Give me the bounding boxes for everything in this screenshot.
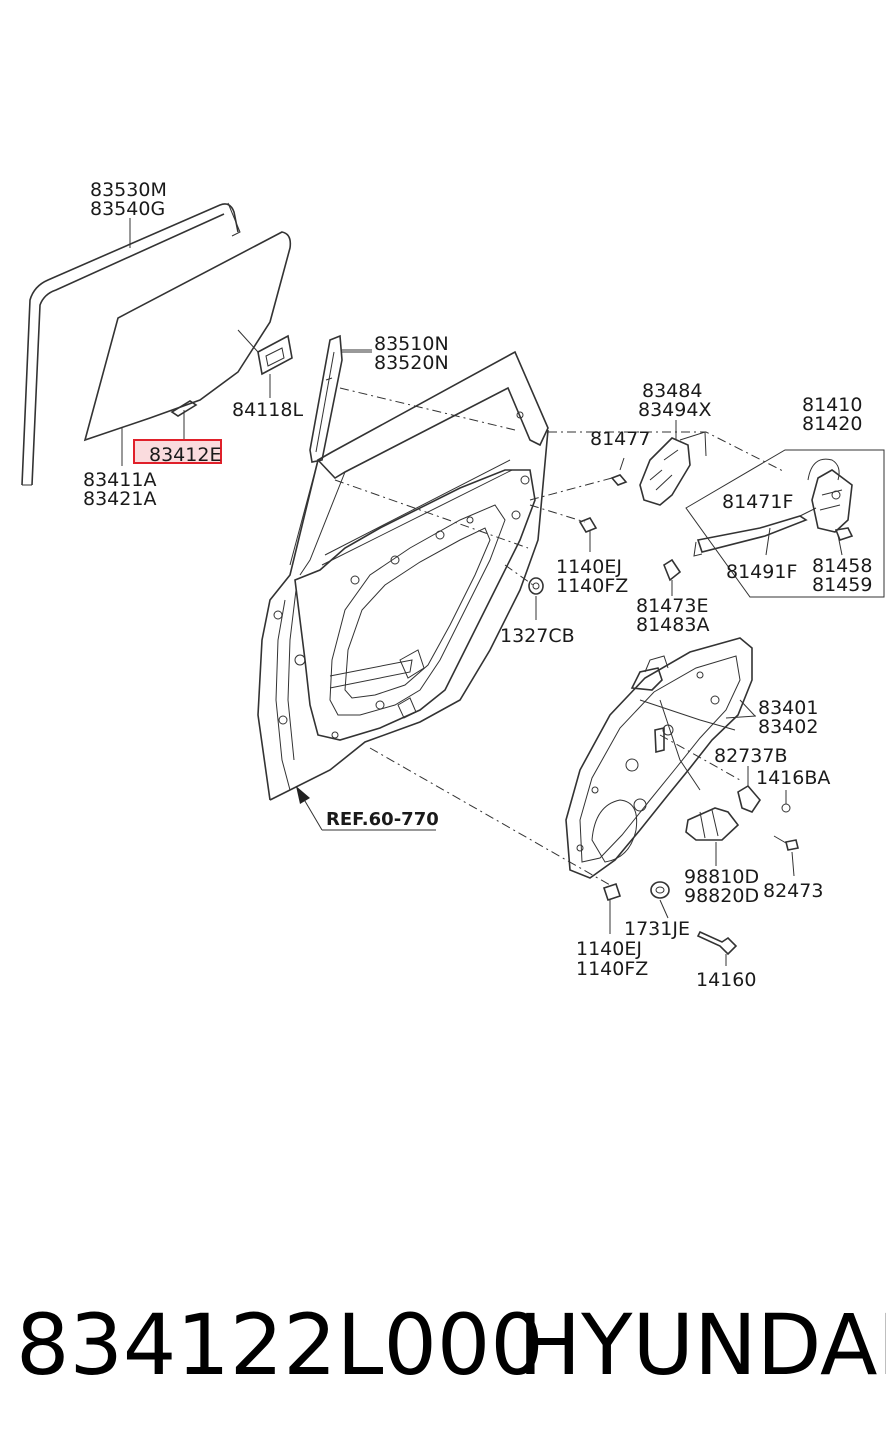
label-1327CB: 1327CB [500, 625, 575, 647]
glass-clip-83412E [170, 400, 198, 440]
highlight-box [133, 439, 222, 464]
label-81458: 81458 [812, 555, 872, 577]
label-14160: 14160 [696, 969, 756, 991]
bracket-82737B [737, 766, 762, 813]
bracket-83484 [639, 420, 707, 506]
label-81483A: 81483A [636, 614, 709, 636]
label-81477: 81477 [590, 428, 650, 450]
window-regulator-83401 [565, 637, 756, 879]
label-98810D: 98810D [684, 866, 759, 888]
clip-81473E [663, 558, 682, 596]
label-83494X: 83494X [638, 399, 711, 421]
label-81491F: 81491F [726, 561, 797, 583]
part-labels: 83530M 83540G 83510N 83520N 84118L 83411… [83, 179, 872, 991]
ref-arrow [296, 786, 436, 831]
cap-81458 [837, 534, 843, 556]
brand-name: HYUNDAI [518, 1296, 886, 1394]
label-83510N: 83510N [374, 333, 449, 355]
label-81410: 81410 [802, 394, 862, 416]
door-latch-81410 [807, 458, 854, 541]
label-83540G: 83540G [90, 198, 165, 220]
bolt-82473 [773, 835, 799, 877]
label-84118L: 84118L [232, 399, 303, 421]
bolt-1140EJ-lower [602, 882, 622, 934]
label-1416BA: 1416BA [756, 767, 830, 789]
label-83421A: 83421A [83, 488, 156, 510]
label-83412E: 83412E [149, 444, 221, 466]
label-83520N: 83520N [374, 352, 449, 374]
label-98820D: 98820D [684, 885, 759, 907]
label-82737B: 82737B [714, 745, 787, 767]
bracket-84118L [237, 329, 293, 398]
label-1731JE: 1731JE [624, 918, 690, 940]
label-83411A: 83411A [83, 469, 156, 491]
label-83402: 83402 [758, 716, 818, 738]
pin-14160 [696, 930, 738, 966]
label-81471F: 81471F [722, 491, 793, 513]
grommet-1731JE [650, 881, 670, 919]
bolt-81477 [610, 457, 628, 486]
window-run-channel [21, 202, 241, 486]
grommet-1327CB [528, 577, 544, 620]
label-82473: 82473 [763, 880, 823, 902]
label-83484: 83484 [642, 380, 702, 402]
bolt-1140EJ-upper [578, 517, 598, 552]
label-83401: 83401 [758, 697, 818, 719]
label-1140EJ-upper: 1140EJ [556, 556, 622, 578]
label-81459: 81459 [812, 574, 872, 596]
latch-cable-81471F [693, 507, 817, 557]
label-81473E: 81473E [636, 595, 708, 617]
part-number: 834122L000 [16, 1296, 544, 1394]
parts-diagram: 83530M 83540G 83510N 83520N 84118L 83411… [21, 179, 885, 991]
door-glass [83, 231, 292, 442]
regulator-motor-98810D [685, 807, 740, 866]
label-1140FZ-lower: 1140FZ [576, 958, 648, 980]
ref-label: REF.60-770 [326, 809, 439, 830]
label-83530M: 83530M [90, 179, 167, 201]
leader-lines [121, 218, 757, 719]
rear-channel-83510N [309, 334, 372, 463]
latch-assembly-box [685, 449, 885, 598]
label-81420: 81420 [802, 413, 862, 435]
label-1140FZ-upper: 1140FZ [556, 575, 628, 597]
screw-1416BA [781, 790, 791, 813]
label-1140EJ-lower: 1140EJ [576, 938, 642, 960]
door-inner-panel [257, 350, 549, 801]
